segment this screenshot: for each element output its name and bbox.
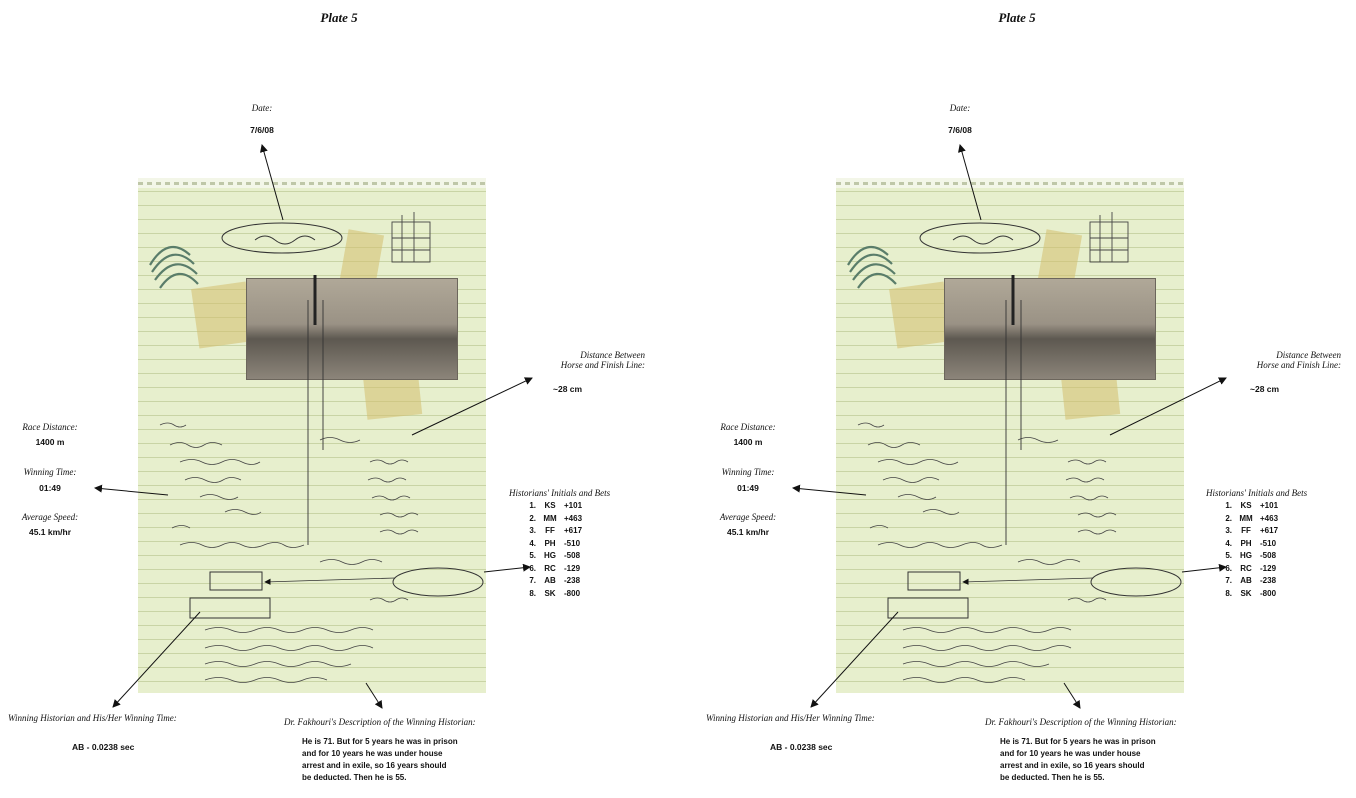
historians-list: 1.KS+101 2.MM+463 3.FF+617 4.PH-510 5.HG… [1216,500,1290,600]
date-ellipse-sketch [919,222,1041,254]
list-item: 8.SK-800 [529,588,581,598]
handwriting-scribble-icon [857,422,1117,683]
handwriting-and-arrows [94,144,533,709]
winning-historian-value: AB - 0.0238 sec [770,742,833,752]
handwriting-scribble-icon [159,422,419,683]
sketch-drawing-icon [1089,212,1129,263]
plate-title: Plate 5 [320,10,358,25]
list-item: 7.AB-238 [1225,576,1277,585]
date-label: Date: [949,103,971,113]
average-speed-value: 45.1 km/hr [726,527,770,537]
historians-list: 1.KS+101 2.MM+463 3.FF+617 4.PH-510 5.HG… [520,500,594,600]
plate-title: Plate 5 [998,10,1036,25]
winning-historian-label: Winning Historian and His/Her Winning Ti… [8,713,177,723]
date-ellipse-sketch [221,222,343,254]
arrow-icon [958,144,982,221]
date-value: 7/6/08 [250,125,274,135]
arrow-icon [365,682,383,709]
distance-value: ~28 cm [553,384,583,394]
list-item: 5.HG-508 [529,551,581,560]
list-item: 4.PH-510 [1225,538,1277,548]
notepad-image [138,178,486,693]
boxed-note-sketch [209,571,263,591]
race-finish-photo [246,278,458,380]
arrow-icon [1181,563,1227,573]
list-item: 7.AB-238 [529,576,581,585]
boxed-note-sketch [887,597,969,619]
winning-time-label: Winning Time: [721,467,775,477]
winning-time-label: Winning Time: [23,467,77,477]
distance-value: ~28 cm [1250,384,1280,394]
list-item: 1.KS+101 [1225,501,1279,510]
date-value: 7/6/08 [948,125,972,135]
circled-note-sketch [1090,567,1182,597]
arrow-icon [1063,682,1081,709]
winning-historian-label: Winning Historian and His/Her Winning Ti… [706,713,875,723]
notepad-image [836,178,1184,693]
arrow-icon [1109,377,1227,436]
list-item: 8.SK-800 [1225,588,1277,598]
average-speed-label: Average Speed: [719,512,777,522]
list-item: 6.RC-129 [1225,563,1277,573]
race-distance-value: 1400 m [35,437,65,447]
plate-right: Plate 5 [678,0,1356,798]
description-label: Dr. Fakhouri's Description of the Winnin… [985,717,1177,727]
boxed-note-sketch [907,571,961,591]
list-item: 2.MM+463 [1225,513,1279,523]
list-item: 5.HG-508 [1225,551,1277,560]
race-distance-label: Race Distance: [720,422,776,432]
distance-label-line2: Horse and Finish Line: [1256,360,1341,370]
description-text: He is 71. But for 5 years he was in pris… [1000,737,1156,782]
date-label: Date: [251,103,273,113]
race-finish-photo [944,278,1156,380]
arrow-icon [112,611,201,708]
arrow-icon [411,377,533,436]
circled-note-sketch [392,567,484,597]
winning-time-value: 01:49 [39,483,61,493]
average-speed-value: 45.1 km/hr [28,527,72,537]
distance-label-line1: Distance Between [1276,350,1341,360]
historians-label: Historians' Initials and Bets [1206,488,1308,498]
list-item: 2.MM+463 [529,513,583,523]
arrow-icon [260,144,284,221]
historians-label: Historians' Initials and Bets [509,488,611,498]
sketch-drawing-icon [391,212,431,263]
list-item: 3.FF+617 [529,526,583,535]
distance-label-line1: Distance Between [580,350,645,360]
list-item: 6.RC-129 [529,563,581,573]
handwriting-and-arrows [792,144,1227,709]
distance-label-line2: Horse and Finish Line: [560,360,645,370]
winning-historian-value: AB - 0.0238 sec [72,742,135,752]
description-label: Dr. Fakhouri's Description of the Winnin… [284,717,476,727]
winning-time-value: 01:49 [737,483,759,493]
list-item: 4.PH-510 [529,538,581,548]
list-item: 1.KS+101 [529,501,583,510]
arrow-icon [792,484,867,496]
arrow-icon [810,611,899,708]
race-distance-label: Race Distance: [22,422,78,432]
description-text: He is 71. But for 5 years he was in pris… [302,737,458,782]
coil-sketch-icon [847,245,897,289]
plate-left: Plate 5 [8,10,645,782]
list-item: 3.FF+617 [1225,526,1279,535]
average-speed-label: Average Speed: [21,512,79,522]
arrow-icon [94,484,169,496]
race-distance-value: 1400 m [733,437,763,447]
boxed-note-sketch [189,597,271,619]
coil-sketch-icon [149,245,199,289]
arrow-icon [483,563,531,573]
